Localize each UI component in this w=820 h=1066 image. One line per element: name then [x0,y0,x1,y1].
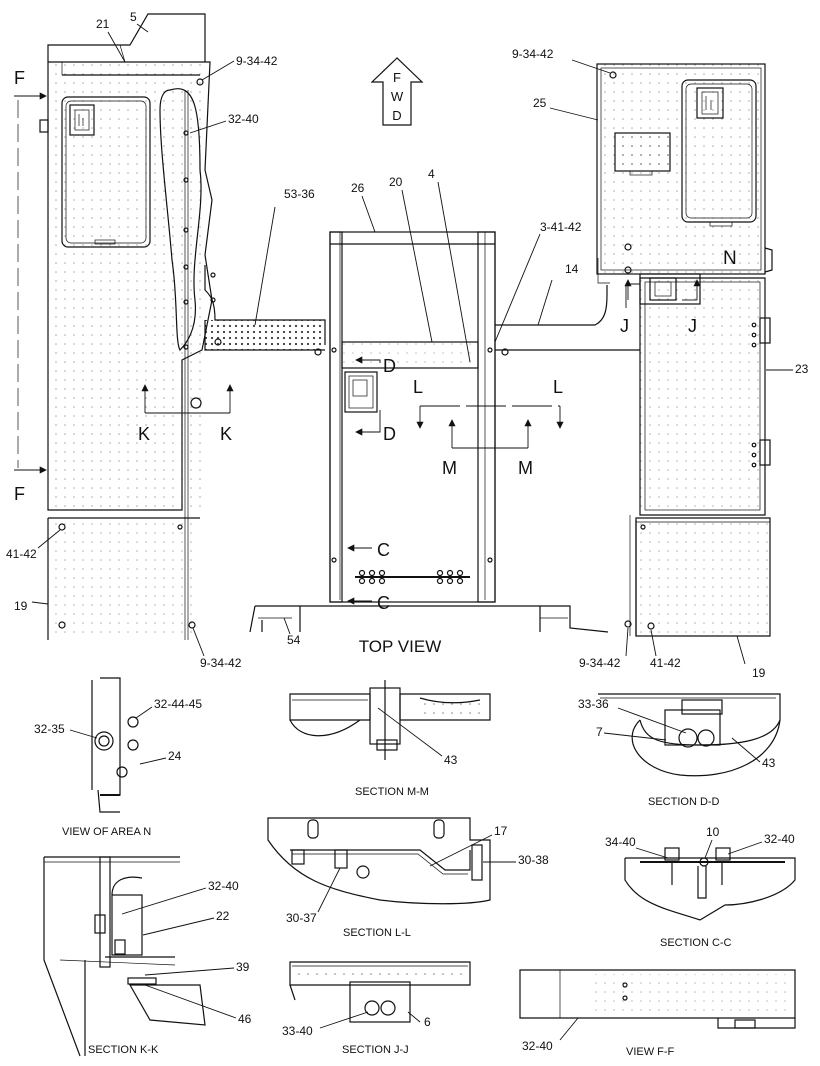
section-k-k-title: SECTION K-K [88,1044,159,1056]
callout-34-40: 34-40 [605,835,636,849]
center-right-bracket [495,285,640,356]
area-letter-n: N [723,248,737,269]
callout-4: 4 [428,167,435,181]
section-letter-f-bottom: F [14,484,25,504]
section-j-j: 33-40 6 SECTION J-J [282,961,471,1056]
center-frame [249,231,609,633]
section-letter-l-left: L [413,377,423,397]
callout-14: 14 [565,262,579,276]
section-k-k: 32-40 22 39 46 SECTION K-K [43,856,252,1057]
section-c-c-title: SECTION C-C [660,937,732,949]
callout-20: 20 [389,175,403,189]
callout-19-right: 19 [752,666,766,680]
callout-43-m: 43 [444,753,458,767]
callout-32-44-45: 32-44-45 [154,697,202,711]
callout-30-38: 30-38 [518,853,549,867]
fwd-arrow: F W D [370,57,424,126]
section-marker-c: C C [347,540,390,613]
section-marker-f: F F [14,68,47,504]
section-marker-d: D D [355,356,396,444]
callout-46: 46 [238,1012,252,1026]
callout-30-37: 30-37 [286,911,317,925]
left-panel [39,13,213,640]
section-letter-c-bottom: C [377,593,390,613]
section-marker-j: J J [597,258,701,336]
callout-33-36: 33-36 [578,697,609,711]
section-marker-k: K K [138,384,234,444]
section-marker-l: L L [413,377,564,429]
top-view-title: TOP VIEW [359,637,442,656]
section-letter-c-top: C [377,540,390,560]
callout-23: 23 [795,362,809,376]
view-f-f: 32-40 VIEW F-F [519,969,796,1058]
view-of-area-n: 32-35 32-44-45 24 VIEW OF AREA N [34,677,202,838]
fwd-letter-f: F [393,70,401,85]
callout-53-36: 53-36 [284,187,315,201]
section-letter-m-left: M [442,458,457,478]
callout-22: 22 [216,909,230,923]
callout-43-d: 43 [762,756,776,770]
callout-25: 25 [533,96,547,110]
callout-26: 26 [351,181,365,195]
callout-41-42-right: 41-42 [650,656,681,670]
section-j-j-title: SECTION J-J [342,1044,409,1056]
callout-9-34-42-top-left: 9-34-42 [236,54,278,68]
section-l-l: 17 30-38 30-37 SECTION L-L [267,817,549,939]
section-letter-d-bottom: D [383,424,396,444]
callout-32-40-c: 32-40 [764,832,795,846]
top-view-callouts: 5 21 9-34-42 32-40 53-36 26 20 4 3-41-42… [6,10,809,680]
top-view: F W D F F K K D D [6,10,809,680]
section-m-m-title: SECTION M-M [355,786,429,798]
callout-32-40-k: 32-40 [208,879,239,893]
callout-9-34-42-bottom-right: 9-34-42 [579,656,621,670]
callout-17: 17 [494,824,508,838]
fwd-letter-d: D [392,108,401,123]
callout-10: 10 [706,825,720,839]
section-l-l-title: SECTION L-L [343,927,411,939]
section-letter-m-right: M [518,458,533,478]
section-d-d: 33-36 7 43 SECTION D-D [578,693,781,808]
callout-24: 24 [168,749,182,763]
callout-21: 21 [96,17,110,31]
right-panel [596,63,773,637]
callout-41-42-left: 41-42 [6,547,37,561]
callout-33-40: 33-40 [282,1024,313,1038]
callout-5: 5 [130,10,137,24]
section-c-c: 34-40 10 32-40 SECTION C-C [605,825,796,949]
callout-32-40-top: 32-40 [228,112,259,126]
section-letter-j-left: J [620,316,629,336]
section-marker-m: M M [442,419,533,478]
section-letter-f-top: F [14,68,25,88]
section-letter-d-top: D [383,356,396,376]
section-m-m: 43 SECTION M-M [289,680,491,798]
section-letter-j-right: J [688,316,697,336]
view-f-f-title: VIEW F-F [626,1046,675,1058]
callout-3-41-42: 3-41-42 [540,220,582,234]
callout-9-34-42-bottom-left: 9-34-42 [200,656,242,670]
callout-6: 6 [424,1015,431,1029]
callout-32-40-f: 32-40 [522,1039,553,1053]
callout-19-left: 19 [14,599,28,613]
callout-7: 7 [596,725,603,739]
section-letter-k-right: K [220,424,232,444]
fwd-letter-w: W [391,89,404,104]
center-left-bracket [204,265,326,356]
section-letter-k-left: K [138,424,150,444]
section-letter-l-right: L [553,377,563,397]
section-d-d-title: SECTION D-D [648,796,720,808]
callout-32-35: 32-35 [34,722,65,736]
callout-54: 54 [287,633,301,647]
callout-39: 39 [236,960,250,974]
view-area-n-title: VIEW OF AREA N [62,826,151,838]
callout-9-34-42-top-right: 9-34-42 [512,47,554,61]
